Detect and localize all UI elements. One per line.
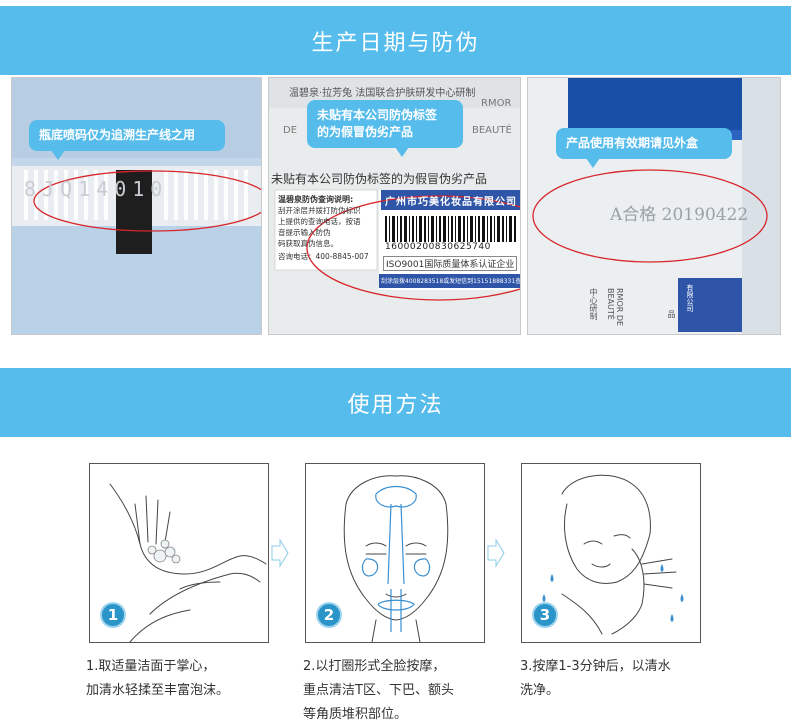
step-3-description: 3.按摩1-3分钟后，以清水 洗净。 xyxy=(520,655,720,703)
desc-line: 1.取适量洁面于掌心， xyxy=(86,659,216,674)
step-1-description: 1.取适量洁面于掌心， 加清水轻揉至丰富泡沫。 xyxy=(86,655,286,703)
label-body-line: 刮开涂层并拨打防伪标识 xyxy=(278,206,361,215)
label-instructions: 温碧泉防伪查询说明: 刮开涂层并拨打防伪标识 上提供的查询电话，按语 音提示输入… xyxy=(278,194,376,262)
expiry-stamp: A合格 20190422 xyxy=(610,205,749,225)
vertical-text: RMOR DE BEAUTÉ xyxy=(606,288,624,327)
step-3-illustration: 3 xyxy=(521,463,701,643)
step-2-description: 2.以打圈形式全脸按摩， 重点清洁T区、下巴、额头 等角质堆积部位。 xyxy=(303,655,503,726)
face-rinse-illustration xyxy=(542,474,684,635)
box-expiry-illustration xyxy=(528,78,780,334)
label-body-line: 音提示输入防伪 xyxy=(278,228,331,237)
step-2-illustration: 2 xyxy=(305,463,485,643)
label-phone: 咨询电话：400-8845-007 xyxy=(278,252,369,261)
label-company: 广州市巧美化妆品有限公司 xyxy=(385,197,517,208)
bubble-text-line: 的为假冒伪劣产品 xyxy=(317,125,414,139)
bubble-tail xyxy=(51,150,65,160)
bubble-bottle-code: 瓶底喷码仅为追溯生产线之用 xyxy=(29,120,225,160)
photo-expiry-date: A合格 20190422 中心研制 RMOR DE BEAUTÉ 品 有限公司 … xyxy=(527,77,781,335)
desc-line: 等角质堆积部位。 xyxy=(303,707,408,722)
arrow-right-icon xyxy=(271,538,289,568)
scratch-strip: 刮涂层拨4008283518或发短信到15151888331查真伪 xyxy=(381,278,521,285)
bubble-text-line: 未贴有本公司防伪标签 xyxy=(317,108,438,122)
iso-text: ISO9001国际质量体系认证企业 xyxy=(383,256,518,271)
bottle-bottom-illustration xyxy=(12,78,261,334)
box-side-text-de: DE xyxy=(283,125,298,136)
desc-line: 3.按摩1-3分钟后，以清水 xyxy=(520,659,671,674)
face-massage-illustration xyxy=(343,475,449,643)
step-number-badge: 3 xyxy=(532,602,558,628)
bubble-expiry: 产品使用有效期请见外盒 xyxy=(556,128,732,168)
bubble-text: 产品使用有效期请见外盒 xyxy=(566,136,699,150)
desc-line: 加清水轻揉至丰富泡沫。 xyxy=(86,683,230,698)
step-number-badge: 2 xyxy=(316,602,342,628)
vertical-text: 中心研制 xyxy=(589,288,598,320)
banner-title: 使用方法 xyxy=(347,392,444,418)
barcode-number: 16000200830625740 xyxy=(385,242,491,252)
step-number-badge: 1 xyxy=(100,602,126,628)
box-side-text-rmor: RMOR xyxy=(481,98,512,109)
bubble-tail xyxy=(586,158,600,168)
label-body-line: 上提供的查询电话，按语 xyxy=(278,217,361,226)
desc-line: 2.以打圈形式全脸按摩， xyxy=(303,659,446,674)
arrow-right-icon xyxy=(487,538,505,568)
vertical-text: 品 xyxy=(667,310,676,318)
bubble-anti-counterfeit: 未贴有本公司防伪标签 的为假冒伪劣产品 xyxy=(307,100,463,157)
banner-usage: 使用方法 xyxy=(0,368,791,437)
hands-lathering-illustration xyxy=(109,483,267,643)
box-side-text-beaute: BEAUTÉ xyxy=(472,125,512,136)
bottle-code-text: 8JQ14010 xyxy=(24,177,169,201)
box-top-text: 温碧泉·拉芳兔 法国联合护肤研发中心研制 xyxy=(289,88,476,99)
desc-line: 重点清洁T区、下巴、额头 xyxy=(303,683,454,698)
bubble-text: 瓶底喷码仅为追溯生产线之用 xyxy=(39,128,196,142)
vertical-text: 有限公司 xyxy=(686,284,694,312)
photo-bottle-code: 8JQ14010 瓶底喷码仅为追溯生产线之用 xyxy=(11,77,262,335)
desc-line: 洗净。 xyxy=(520,683,560,698)
step-1-illustration: 1 xyxy=(89,463,269,643)
label-body-line: 码获取真伪信息。 xyxy=(278,239,338,248)
banner-production-date: 生产日期与防伪 xyxy=(0,6,791,75)
label-title: 温碧泉防伪查询说明: xyxy=(278,195,354,204)
banner-title: 生产日期与防伪 xyxy=(311,30,480,56)
warning-text: 未贴有本公司防伪标签的为假冒伪劣产品 xyxy=(271,172,488,186)
photo-anti-counterfeit-label: 温碧泉·拉芳兔 法国联合护肤研发中心研制 RMOR DE BEAUTÉ 未贴有本… xyxy=(268,77,521,335)
bubble-tail xyxy=(395,147,409,157)
